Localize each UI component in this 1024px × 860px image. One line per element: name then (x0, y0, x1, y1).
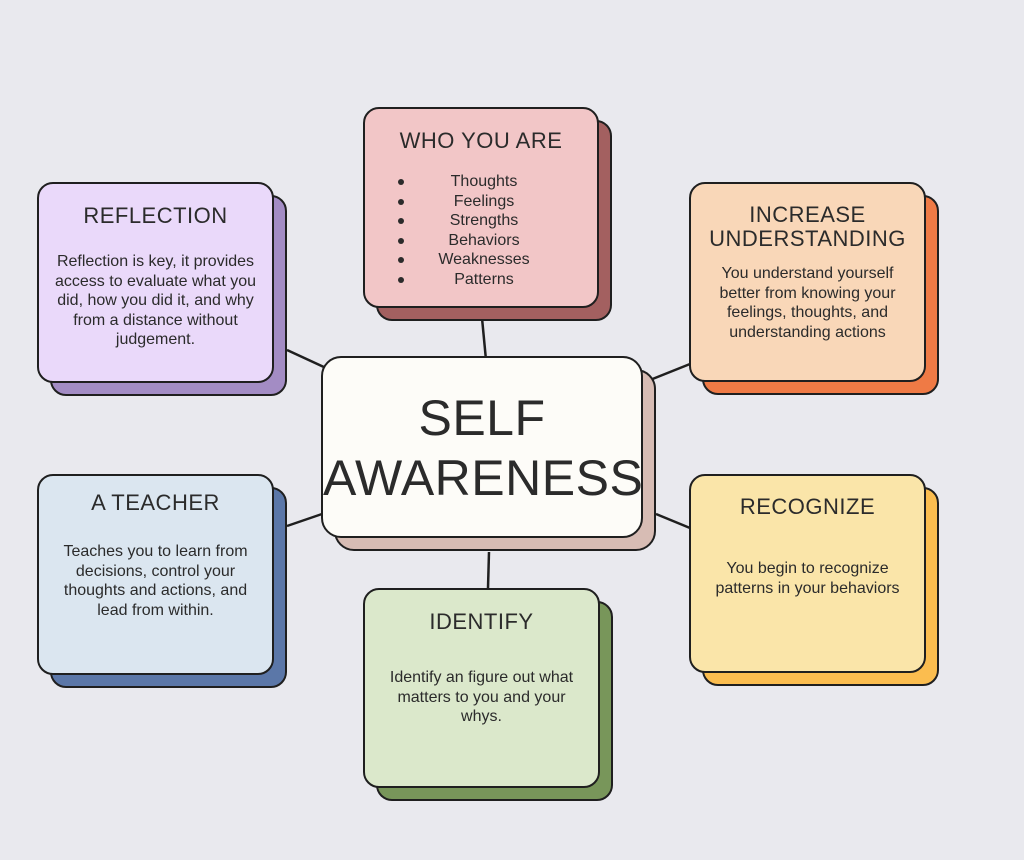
connector-increase-understanding (649, 362, 691, 382)
self-awareness-card: SELF AWARENESS (321, 356, 656, 551)
who-you-are-card: WHO YOU ARE Thoughts Feelings Strengths … (363, 107, 612, 321)
connector-recognize (655, 512, 691, 530)
connector-who-you-are (480, 317, 488, 361)
increase-understanding-title: INCREASE UNDERSTANDING (709, 202, 906, 251)
identify-face: IDENTIFY Identify an figure out what mat… (363, 588, 600, 788)
center-title-line2: AWARENESS (323, 450, 644, 506)
increase-understanding-text: You understand yourself better from know… (719, 265, 896, 341)
list-item: Feelings (365, 192, 563, 212)
reflection-title: REFLECTION (83, 203, 228, 228)
identify-text: Identify an figure out what matters to y… (389, 669, 574, 725)
connector-reflection (286, 348, 327, 370)
who-you-are-title: WHO YOU ARE (399, 128, 563, 153)
reflection-face: REFLECTION Reflection is key, it provide… (37, 182, 274, 383)
recognize-card: RECOGNIZE You begin to recognize pattern… (689, 474, 939, 686)
connector-identify (486, 551, 491, 589)
identify-title: IDENTIFY (429, 609, 534, 634)
list-item: Patterns (365, 270, 563, 290)
a-teacher-face: A TEACHER Teaches you to learn from deci… (37, 474, 274, 675)
self-awareness-face: SELF AWARENESS (321, 356, 643, 538)
list-item: Weaknesses (365, 250, 563, 270)
center-title-line1: SELF (418, 390, 546, 446)
list-item: Behaviors (365, 231, 563, 251)
connector-a-teacher (286, 512, 323, 528)
a-teacher-text: Teaches you to learn from decisions, con… (63, 543, 248, 619)
a-teacher-title: A TEACHER (91, 490, 220, 515)
increase-understanding-card: INCREASE UNDERSTANDING You understand yo… (689, 182, 939, 395)
recognize-text: You begin to recognize patterns in your … (715, 560, 900, 597)
recognize-title: RECOGNIZE (739, 494, 876, 519)
who-you-are-list: Thoughts Feelings Strengths Behaviors We… (365, 172, 597, 290)
who-you-are-face: WHO YOU ARE Thoughts Feelings Strengths … (363, 107, 599, 308)
recognize-face: RECOGNIZE You begin to recognize pattern… (689, 474, 926, 673)
identify-card: IDENTIFY Identify an figure out what mat… (363, 588, 613, 801)
increase-understanding-face: INCREASE UNDERSTANDING You understand yo… (689, 182, 926, 382)
list-item: Strengths (365, 211, 563, 231)
reflection-text: Reflection is key, it provides access to… (55, 253, 257, 348)
a-teacher-card: A TEACHER Teaches you to learn from deci… (37, 474, 287, 688)
list-item: Thoughts (365, 172, 563, 192)
reflection-card: REFLECTION Reflection is key, it provide… (37, 182, 287, 396)
